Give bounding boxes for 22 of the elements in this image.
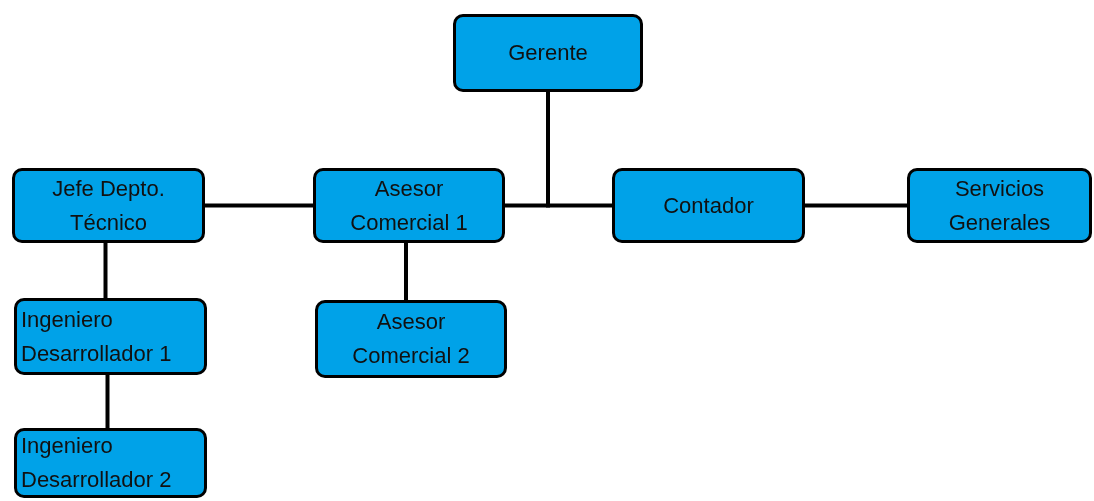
- connector-line: [103, 243, 108, 298]
- box-label: Contador: [663, 191, 754, 220]
- org-box: [14, 298, 207, 375]
- box-label: Servicios Generales: [947, 174, 1052, 237]
- box-label: Jefe Depto. Técnico: [51, 174, 166, 237]
- connector-line: [404, 243, 408, 300]
- box-label: Ingeniero Desarrollador 2: [21, 432, 173, 494]
- connector-line: [205, 203, 313, 208]
- org-box: [313, 168, 505, 243]
- org-box: [12, 168, 205, 243]
- box-label: Asesor Comercial 2: [351, 308, 471, 370]
- connector-line: [546, 92, 612, 208]
- org-box: [612, 168, 805, 243]
- org-box: [453, 14, 643, 92]
- org-box: [315, 300, 507, 378]
- org-box: [14, 428, 207, 498]
- box-label: Gerente: [508, 39, 588, 67]
- org-box: [907, 168, 1092, 243]
- box-label: Ingeniero Desarrollador 1: [21, 305, 173, 368]
- connector-line: [105, 375, 110, 428]
- connector-line: [805, 203, 907, 208]
- box-label: Asesor Comercial 1: [349, 174, 469, 237]
